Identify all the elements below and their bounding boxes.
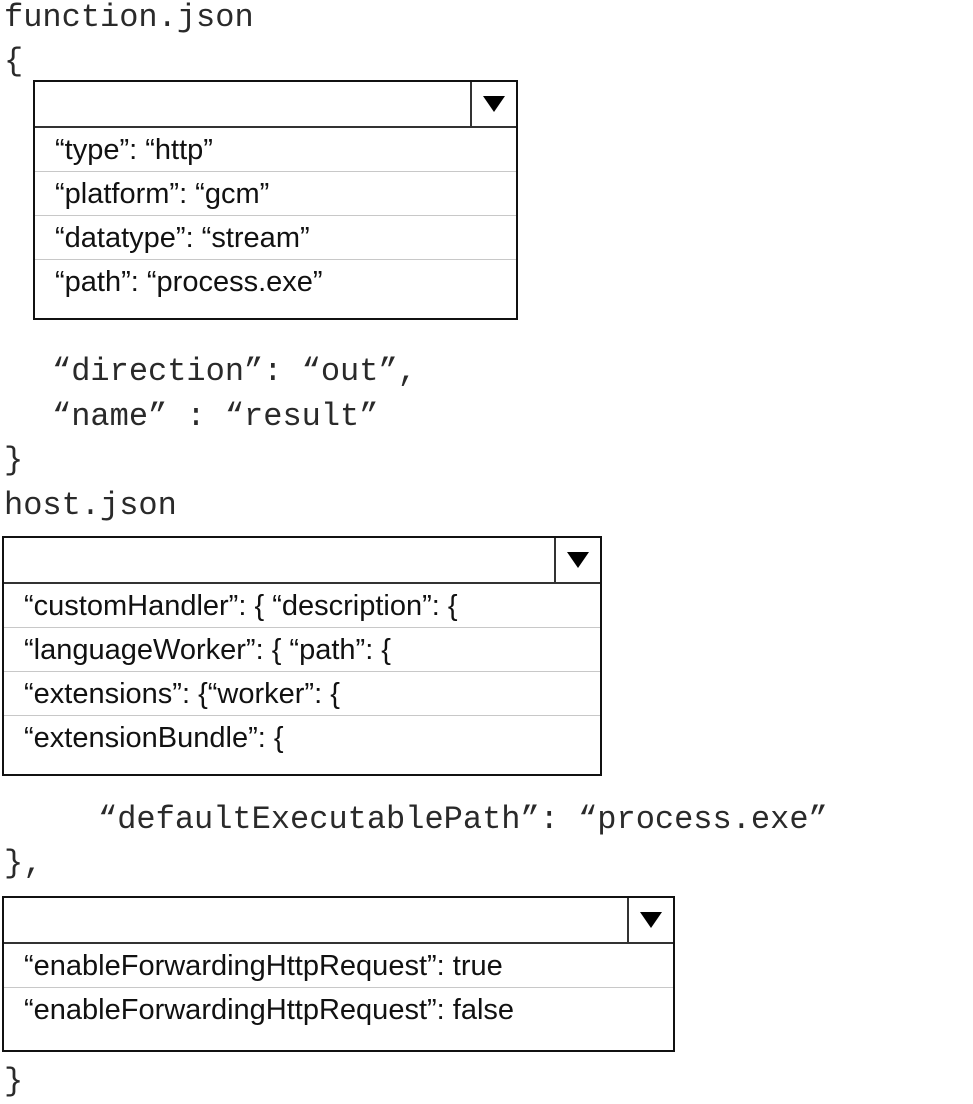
dropdown-option-path-process[interactable]: “path”: “process.exe” [55,266,323,298]
dropdown-toggle-button[interactable] [627,898,673,942]
function-json-title: function.json [4,0,254,36]
dropdown-option-type-http[interactable]: “type”: “http” [35,128,516,172]
triangle-down-icon [567,552,589,568]
dropdown-options-list: “type”: “http” “platform”: “gcm” “dataty… [35,128,516,304]
host-json-close-brace-comma: }, [4,845,43,882]
dropdown-options-list: “customHandler”: { “description”: { “lan… [4,584,600,760]
dropdown-options-list: “enableForwardingHttpRequest”: true “ena… [4,944,673,1032]
dropdown-option-language-worker[interactable]: “languageWorker”: { “path”: { [4,628,600,672]
dropdown-toggle-button[interactable] [554,538,600,582]
host-json-forwarding-dropdown[interactable]: “enableForwardingHttpRequest”: true “ena… [2,896,675,1052]
function-json-open-brace: { [4,43,24,80]
function-json-binding-dropdown[interactable]: “type”: “http” “platform”: “gcm” “dataty… [33,80,518,320]
triangle-down-icon [483,96,505,112]
dropdown-option-platform-gcm[interactable]: “platform”: “gcm” [35,172,516,216]
direction-line: “direction”: “out”, [52,353,417,390]
dropdown-toggle-button[interactable] [470,82,516,126]
dropdown-option-extension-bundle[interactable]: “extensionBundle”: { [24,722,284,754]
dropdown-option-custom-handler[interactable]: “customHandler”: { “description”: { [4,584,600,628]
triangle-down-icon [640,912,662,928]
function-json-close-brace: } [4,442,24,479]
dropdown-option-forwarding-false[interactable]: “enableForwardingHttpRequest”: false [24,994,515,1026]
name-line: “name” : “result” [52,398,379,435]
dropdown-selected-value[interactable] [4,538,600,584]
host-json-title: host.json [4,487,177,524]
dropdown-option-forwarding-true[interactable]: “enableForwardingHttpRequest”: true [4,944,673,988]
dropdown-selected-value[interactable] [35,82,516,128]
default-executable-path-line: “defaultExecutablePath”: “process.exe” [98,801,828,838]
dropdown-option-datatype-stream[interactable]: “datatype”: “stream” [35,216,516,260]
dropdown-selected-value[interactable] [4,898,673,944]
host-json-close-brace: } [4,1063,24,1100]
dropdown-option-extensions-worker[interactable]: “extensions”: {“worker”: { [4,672,600,716]
host-json-handler-dropdown[interactable]: “customHandler”: { “description”: { “lan… [2,536,602,776]
